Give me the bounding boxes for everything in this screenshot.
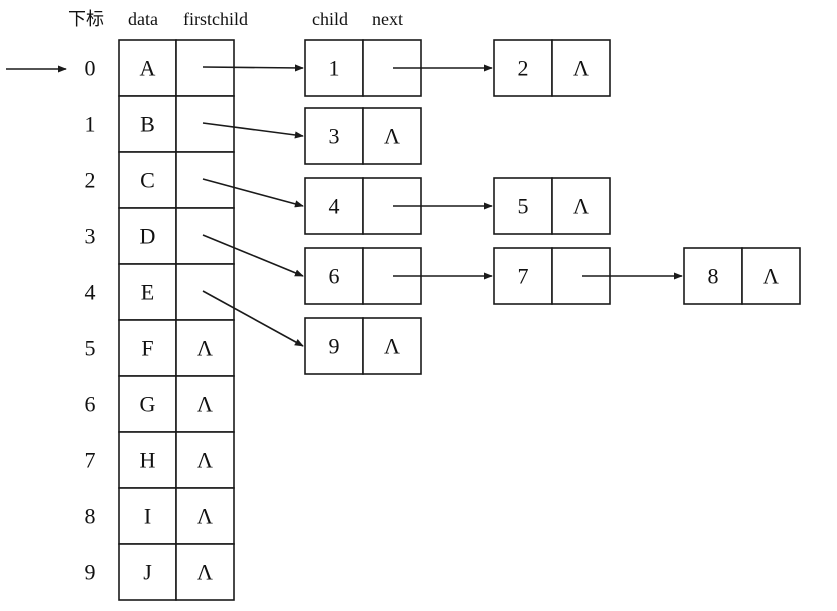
header-next: next [372, 9, 403, 29]
null-pointer-symbol: Λ [573, 56, 589, 81]
null-pointer-symbol: Λ [573, 194, 589, 219]
child-cell [304, 107, 364, 165]
next-cell [551, 177, 611, 235]
table-row: 9 J Λ [85, 543, 235, 601]
data-value: J [143, 560, 152, 585]
firstchild-pointer-arrow [202, 64, 304, 72]
row-index-label: 3 [85, 224, 96, 249]
child-index-value: 7 [518, 264, 529, 289]
child-node: 7 [493, 247, 683, 305]
child-node: 6 [304, 247, 493, 305]
data-cell [118, 95, 177, 153]
data-value: H [140, 448, 156, 473]
null-pointer-symbol: Λ [384, 124, 400, 149]
table-row: 7 H Λ [85, 431, 235, 489]
firstchild-cell [175, 487, 235, 545]
row-index-label: 9 [85, 560, 96, 585]
table-row: 6 G Λ [85, 375, 235, 433]
firstchild-cell [175, 543, 235, 601]
firstchild-pointer-arrow [202, 290, 304, 347]
child-index-value: 2 [518, 56, 529, 81]
data-value: I [144, 504, 151, 529]
child-cell [493, 39, 553, 97]
data-cell [118, 263, 177, 321]
data-value: E [141, 280, 154, 305]
next-cell [362, 107, 422, 165]
data-value: F [141, 336, 153, 361]
row-index-label: 0 [85, 56, 96, 81]
data-value: C [140, 168, 155, 193]
row-index-label: 2 [85, 168, 96, 193]
firstchild-pointer-arrow [202, 234, 304, 277]
data-value: D [140, 224, 156, 249]
firstchild-cell [175, 319, 235, 377]
data-value: B [140, 112, 155, 137]
child-index-value: 1 [329, 56, 340, 81]
null-pointer-symbol: Λ [197, 392, 213, 417]
header-index: 下标 [68, 9, 104, 29]
child-node: 4 [304, 177, 493, 235]
firstchild-pointer-arrow [202, 122, 304, 139]
null-pointer-symbol: Λ [197, 504, 213, 529]
data-cell [118, 319, 177, 377]
null-pointer-symbol: Λ [763, 264, 779, 289]
child-cell [304, 177, 364, 235]
child-cell [493, 247, 553, 305]
data-value: G [140, 392, 156, 417]
row-index-label: 7 [85, 448, 96, 473]
row-index-label: 8 [85, 504, 96, 529]
child-index-value: 6 [329, 264, 340, 289]
null-pointer-symbol: Λ [197, 560, 213, 585]
child-index-value: 3 [329, 124, 340, 149]
data-cell [118, 151, 177, 209]
child-index-value: 8 [708, 264, 719, 289]
child-cell [304, 39, 364, 97]
data-value: A [140, 56, 156, 81]
child-node: 1 [304, 39, 493, 97]
data-cell [118, 543, 177, 601]
child-index-value: 9 [329, 334, 340, 359]
header-data: data [128, 9, 158, 29]
row-index-label: 4 [85, 280, 96, 305]
row-index-label: 1 [85, 112, 96, 137]
row-index-label: 5 [85, 336, 96, 361]
next-cell [362, 317, 422, 375]
row-index-label: 6 [85, 392, 96, 417]
null-pointer-symbol: Λ [197, 336, 213, 361]
child-index-value: 5 [518, 194, 529, 219]
firstchild-cell [175, 375, 235, 433]
data-cell [118, 431, 177, 489]
firstchild-pointer-arrow [202, 178, 304, 208]
null-pointer-symbol: Λ [197, 448, 213, 473]
next-cell [551, 39, 611, 97]
child-cell [304, 317, 364, 375]
child-cell [493, 177, 553, 235]
table-row: 5 F Λ [85, 319, 235, 377]
header-child: child [312, 9, 348, 29]
header-firstchild: firstchild [183, 9, 248, 29]
next-cell [741, 247, 801, 305]
child-cell [683, 247, 743, 305]
null-pointer-symbol: Λ [384, 334, 400, 359]
table-row: 8 I Λ [85, 487, 235, 545]
child-index-value: 4 [329, 194, 340, 219]
